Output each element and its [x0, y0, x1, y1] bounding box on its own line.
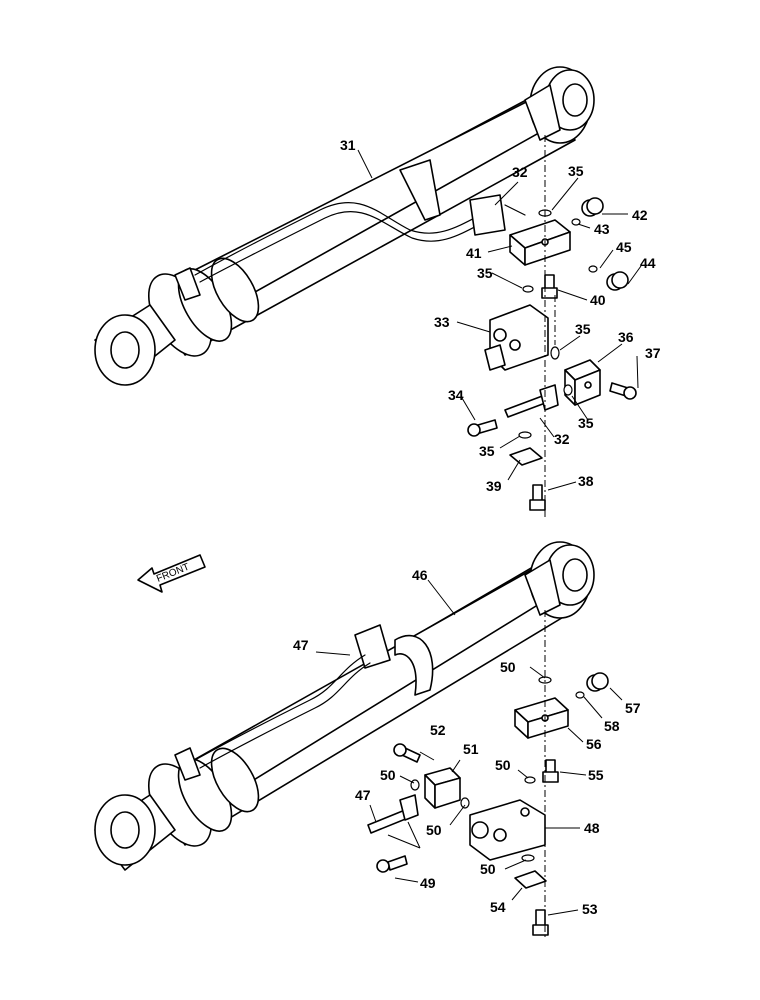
valve-block-56: [514, 697, 569, 739]
callout-41: 41: [466, 245, 482, 261]
bolt-53: [532, 909, 549, 936]
bolt-37: [609, 382, 637, 400]
lower-cylinder-assembly: [94, 541, 609, 940]
callout-50: 50: [500, 659, 516, 675]
o-ring-43: [571, 218, 581, 226]
callout-48: 48: [584, 820, 600, 836]
bolt-49: [376, 855, 408, 873]
callout-35: 35: [479, 443, 495, 459]
bolt-40: [541, 274, 558, 299]
callout-54: 54: [490, 899, 506, 915]
callout-50: 50: [480, 861, 496, 877]
plug-44: [606, 271, 629, 291]
callout-labels: 31 32 35 42 43 41 45 44 35 40 33 35 36 3…: [293, 137, 661, 917]
o-ring-50: [410, 779, 420, 791]
callout-35: 35: [568, 163, 584, 179]
front-label: FRONT: [155, 562, 191, 585]
plug-57: [586, 672, 609, 692]
callout-36: 36: [618, 329, 634, 345]
flange-39: [509, 447, 543, 466]
callout-40: 40: [590, 292, 606, 308]
o-ring-50: [524, 776, 536, 784]
callout-42: 42: [632, 207, 648, 223]
callout-44: 44: [640, 255, 656, 271]
bolt-38: [529, 484, 546, 511]
o-ring-58: [575, 691, 585, 699]
callout-58: 58: [604, 718, 620, 734]
bolt-34: [467, 419, 498, 437]
o-ring-50: [521, 854, 535, 862]
callout-46: 46: [412, 567, 428, 583]
o-ring-35: [522, 285, 534, 293]
leader-lines: [315, 149, 642, 916]
upper-cylinder-assembly: [94, 66, 637, 520]
callout-50: 50: [495, 757, 511, 773]
callout-35: 35: [477, 265, 493, 281]
boom-cylinder-46: [94, 541, 595, 871]
callout-34: 34: [448, 387, 464, 403]
valve-block-41: [509, 219, 571, 266]
callout-57: 57: [625, 700, 641, 716]
bolt-52: [393, 743, 421, 763]
o-ring-35: [550, 346, 560, 360]
callout-33: 33: [434, 314, 450, 330]
block-36: [564, 359, 601, 406]
o-ring-50: [460, 797, 470, 809]
o-ring-35: [563, 384, 573, 396]
callout-32: 32: [554, 431, 570, 447]
pipe-32: [194, 201, 491, 276]
callout-39: 39: [486, 478, 502, 494]
callout-35: 35: [575, 321, 591, 337]
callout-45: 45: [616, 239, 632, 255]
callout-43: 43: [594, 221, 610, 237]
callout-55: 55: [588, 767, 604, 783]
callout-47: 47: [355, 787, 371, 803]
control-valve-33: [484, 304, 549, 371]
callout-32: 32: [512, 164, 528, 180]
callout-31: 31: [340, 137, 356, 153]
callout-50: 50: [426, 822, 442, 838]
block-51: [424, 767, 461, 809]
callout-56: 56: [586, 736, 602, 752]
flange-54: [514, 870, 547, 889]
plug-42: [581, 197, 604, 217]
pipe-47: [194, 654, 366, 761]
callout-38: 38: [578, 473, 594, 489]
o-ring-35: [518, 431, 532, 439]
callout-53: 53: [582, 901, 598, 917]
callout-52: 52: [430, 722, 446, 738]
callout-50: 50: [380, 767, 396, 783]
callout-37: 37: [645, 345, 661, 361]
boom-cylinder-31: [94, 66, 595, 386]
callout-51: 51: [463, 741, 479, 757]
callout-35: 35: [578, 415, 594, 431]
o-ring-45: [588, 265, 598, 273]
bolt-55: [542, 759, 559, 783]
pipe-stub-47: [367, 809, 409, 834]
front-arrow: FRONT: [137, 554, 206, 593]
control-valve-48: [469, 799, 546, 861]
callout-49: 49: [420, 875, 436, 891]
callout-47: 47: [293, 637, 309, 653]
